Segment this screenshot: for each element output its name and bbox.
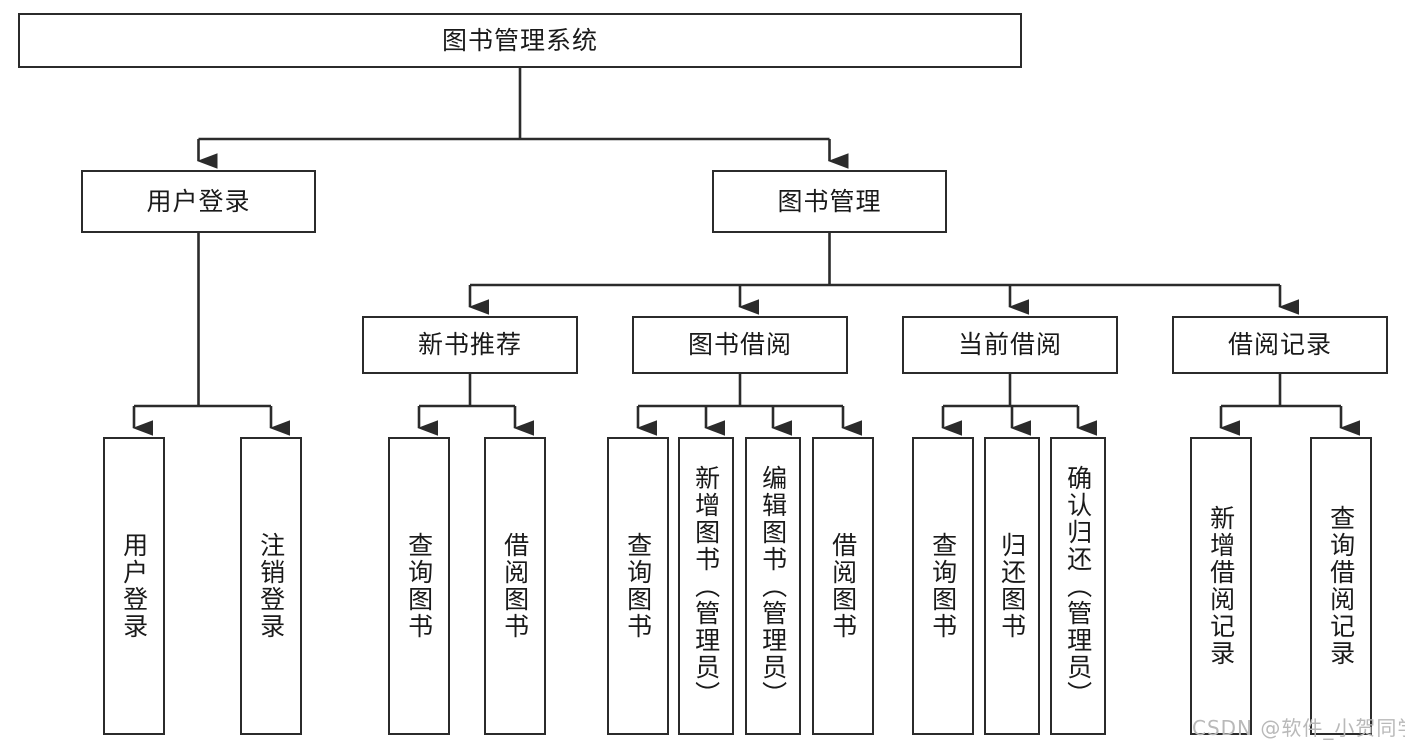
node-label: 归还图书 (997, 532, 1027, 640)
node-book-borrow[interactable]: 图书借阅 (632, 316, 848, 374)
leaf-borrow-edit-book-admin[interactable]: 编辑图书（管理员） (745, 437, 801, 735)
node-borrow-records[interactable]: 借阅记录 (1172, 316, 1388, 374)
node-label: 借阅记录 (1227, 330, 1332, 359)
leaf-borrow-borrow-book[interactable]: 借阅图书 (812, 437, 874, 735)
node-label: 编辑图书（管理员） (758, 464, 788, 708)
node-label: 新增图书（管理员） (691, 464, 721, 708)
node-label: 查询借阅记录 (1326, 505, 1356, 667)
node-label: 注销登录 (256, 532, 286, 640)
leaf-newbook-borrow-book[interactable]: 借阅图书 (484, 437, 546, 735)
node-label: 查询图书 (404, 532, 434, 640)
leaf-records-add-record[interactable]: 新增借阅记录 (1190, 437, 1252, 735)
leaf-current-query-book[interactable]: 查询图书 (912, 437, 974, 735)
leaf-user-logout[interactable]: 注销登录 (240, 437, 302, 735)
watermark-text: CSDN @软件_小贺同学 (1192, 716, 1405, 740)
leaf-current-confirm-return-admin[interactable]: 确认归还（管理员） (1050, 437, 1106, 735)
leaf-borrow-add-book-admin[interactable]: 新增图书（管理员） (678, 437, 734, 735)
node-label: 借阅图书 (500, 532, 530, 640)
node-label: 查询图书 (623, 532, 653, 640)
leaf-newbook-query-book[interactable]: 查询图书 (388, 437, 450, 735)
node-user-login[interactable]: 用户登录 (81, 170, 316, 233)
node-book-management[interactable]: 图书管理 (712, 170, 947, 233)
node-label: 查询图书 (928, 532, 958, 640)
leaf-borrow-query-book[interactable]: 查询图书 (607, 437, 669, 735)
node-label: 新增借阅记录 (1206, 505, 1236, 667)
node-label: 图书管理 (777, 186, 882, 216)
leaf-current-return-book[interactable]: 归还图书 (984, 437, 1040, 735)
node-label: 用户登录 (146, 186, 251, 216)
leaf-user-login[interactable]: 用户登录 (103, 437, 165, 735)
node-label: 图书管理系统 (441, 25, 598, 55)
node-label: 新书推荐 (417, 330, 522, 359)
node-label: 当前借阅 (957, 330, 1062, 359)
node-root-system[interactable]: 图书管理系统 (18, 13, 1022, 68)
node-label: 确认归还（管理员） (1063, 464, 1093, 708)
leaf-records-query-record[interactable]: 查询借阅记录 (1310, 437, 1372, 735)
node-label: 图书借阅 (687, 330, 792, 359)
node-label: 借阅图书 (828, 532, 858, 640)
node-label: 用户登录 (119, 532, 149, 640)
node-new-book-recommend[interactable]: 新书推荐 (362, 316, 578, 374)
node-current-borrow[interactable]: 当前借阅 (902, 316, 1118, 374)
